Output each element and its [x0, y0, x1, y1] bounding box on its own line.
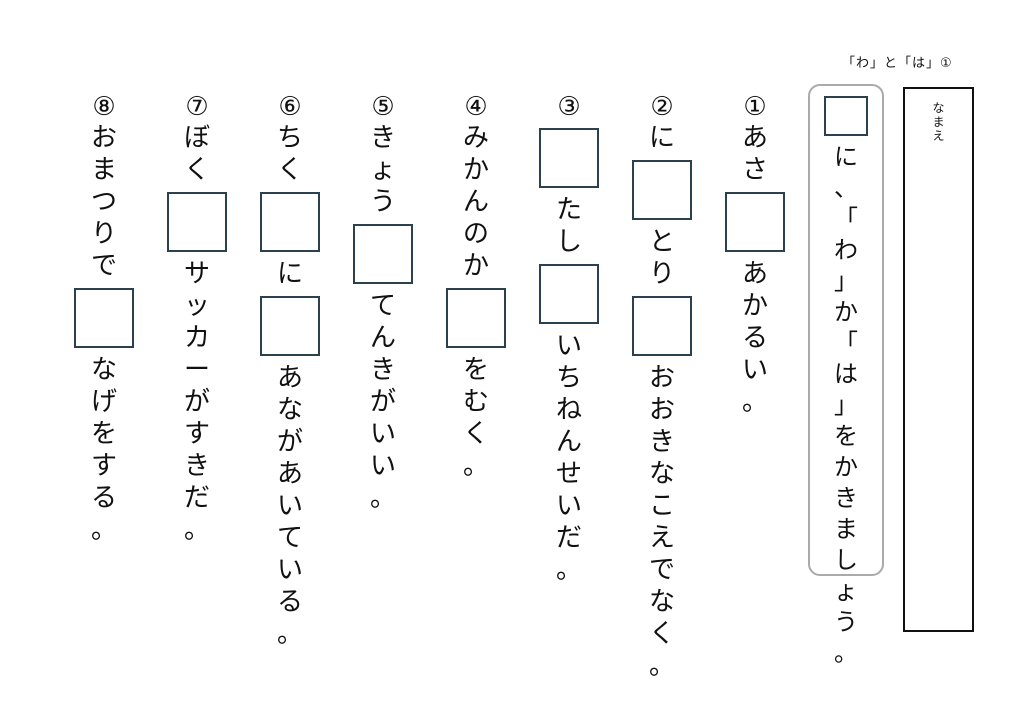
sentence-fragment: あながあいている。 — [276, 363, 303, 649]
example-answer-box — [824, 96, 868, 136]
instruction-panel: に、「わ」か「は」をかきましょう。 — [808, 84, 884, 667]
instruction-sentence: に、「わ」か「は」をかきましょう。 — [834, 143, 858, 667]
sentence-fragment: いちねんせいだ。 — [555, 331, 582, 585]
name-field[interactable]: なまえ — [903, 87, 974, 632]
answer-box[interactable] — [167, 192, 227, 252]
question-number: ② — [650, 92, 674, 122]
answer-box[interactable] — [632, 160, 692, 220]
sentence-fragment: てんきがいい。 — [369, 291, 396, 513]
sentence-fragment: ぼく — [183, 123, 210, 185]
sentence-fragment: に — [648, 123, 675, 153]
answer-box[interactable] — [539, 264, 599, 324]
answer-box[interactable] — [74, 288, 134, 348]
answer-box[interactable] — [539, 128, 599, 188]
sentence-fragment: おまつりで — [90, 123, 117, 281]
question-number: ④ — [464, 92, 488, 122]
answer-box[interactable] — [353, 224, 413, 284]
question-3: ③ たしいちねんせいだ。 — [534, 92, 604, 586]
question-number: ⑤ — [371, 92, 395, 122]
question-number: ⑥ — [278, 92, 302, 122]
answer-box[interactable] — [446, 288, 506, 348]
question-number: ⑦ — [185, 92, 209, 122]
sentence-fragment: なげをする。 — [90, 355, 117, 545]
worksheet-title: 「わ」と「は」① — [842, 56, 953, 71]
sentence-fragment: あさ — [741, 123, 768, 185]
answer-box[interactable] — [260, 192, 320, 252]
sentence-fragment: たし — [555, 195, 582, 257]
sentence-fragment: みかんのか — [462, 123, 489, 281]
sentence-fragment: をむく。 — [462, 355, 489, 481]
name-label: なまえ — [932, 101, 945, 143]
answer-box[interactable] — [260, 296, 320, 356]
question-number: ⑧ — [92, 92, 116, 122]
instruction-text: に、「わ」か「は」をかきましょう。 — [810, 96, 882, 669]
sentence-fragment: サッカーがすきだ。 — [183, 259, 210, 545]
answer-box[interactable] — [632, 296, 692, 356]
question-number: ③ — [557, 92, 581, 122]
sentence-fragment: あかるい。 — [741, 259, 768, 417]
sentence-fragment: ちく — [276, 123, 303, 185]
sentence-fragment: に — [276, 259, 303, 289]
question-number: ① — [743, 92, 767, 122]
sentence-fragment: とり — [648, 227, 675, 289]
sentence-fragment: きょう — [369, 123, 396, 217]
answer-box[interactable] — [725, 192, 785, 252]
sentence-fragment: おおきなこえでなく。 — [648, 363, 675, 681]
